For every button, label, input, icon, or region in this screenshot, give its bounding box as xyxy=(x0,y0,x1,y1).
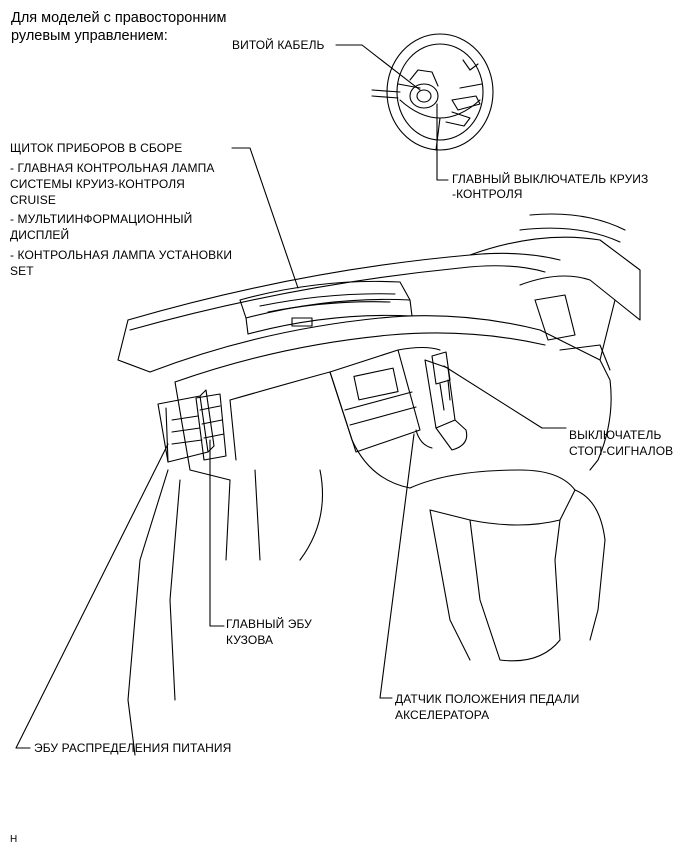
leader-clock-spring xyxy=(335,44,421,91)
main-body-ecu-part xyxy=(195,393,227,461)
leader-combination-meter xyxy=(231,147,299,289)
power-distribution-ecu-part xyxy=(157,389,215,463)
label-combination-meter-item-3: - КОНТРОЛЬНАЯ ЛАМПА УСТАНОВКИ xyxy=(10,248,233,262)
stop-lamp-switch-part xyxy=(431,351,451,411)
label-combination-meter-item-2b: ДИСПЛЕЙ xyxy=(10,228,70,242)
leader-power-ecu xyxy=(15,443,169,749)
leader-cruise-switch xyxy=(436,103,449,181)
label-combination-meter-item-2: - МУЛЬТИИНФОРМАЦИОННЫЙ xyxy=(10,212,193,226)
label-cruise-main-switch-line-2: -КОНТРОЛЯ xyxy=(452,187,523,201)
leader-stop-lamp-switch xyxy=(443,365,567,429)
label-combination-meter-item-1b: СИСТЕМЫ КРУИЗ-КОНТРОЛЯ xyxy=(10,177,185,191)
label-main-body-ecu-line-2: КУЗОВА xyxy=(226,633,274,647)
label-clock-spring: ВИТОЙ КАБЕЛЬ xyxy=(232,38,325,52)
label-combination-meter-item-1c: CRUISE xyxy=(10,193,56,207)
label-main-body-ecu-line-1: ГЛАВНЫЙ ЭБУ xyxy=(226,617,312,631)
label-combination-meter-item-3b: SET xyxy=(10,264,34,278)
steering-wheel xyxy=(371,33,494,151)
label-stop-lamp-switch-line-1: ВЫКЛЮЧАТЕЛЬ xyxy=(569,428,662,442)
label-combination-meter-item-1: - ГЛАВНАЯ КОНТРОЛЬНАЯ ЛАМПА xyxy=(10,161,215,175)
combination-meter xyxy=(239,280,413,335)
page-header-line-1: Для моделей с правосторонним xyxy=(11,10,227,26)
leader-main-body-ecu xyxy=(209,439,225,627)
label-cruise-main-switch-line-1: ГЛАВНЫЙ ВЫКЛЮЧАТЕЛЬ КРУИЗ xyxy=(452,172,649,186)
label-stop-lamp-switch-line-2: СТОП-СИГНАЛОВ xyxy=(569,444,674,458)
label-power-distribution-ecu: ЭБУ РАСПРЕДЕЛЕНИЯ ПИТАНИЯ xyxy=(34,741,232,755)
label-accel-sensor-line-1: ДАТЧИК ПОЛОЖЕНИЯ ПЕДАЛИ xyxy=(395,692,580,706)
figure-code: H xyxy=(10,834,18,845)
page-header-line-2: рулевым управлением: xyxy=(11,28,168,44)
label-accel-sensor-line-2: АКСЕЛЕРАТОРА xyxy=(395,708,490,722)
label-combination-meter-title: ЩИТОК ПРИБОРОВ В СБОРЕ xyxy=(10,141,183,155)
dashboard xyxy=(117,213,641,756)
leader-accel-sensor xyxy=(379,433,415,699)
